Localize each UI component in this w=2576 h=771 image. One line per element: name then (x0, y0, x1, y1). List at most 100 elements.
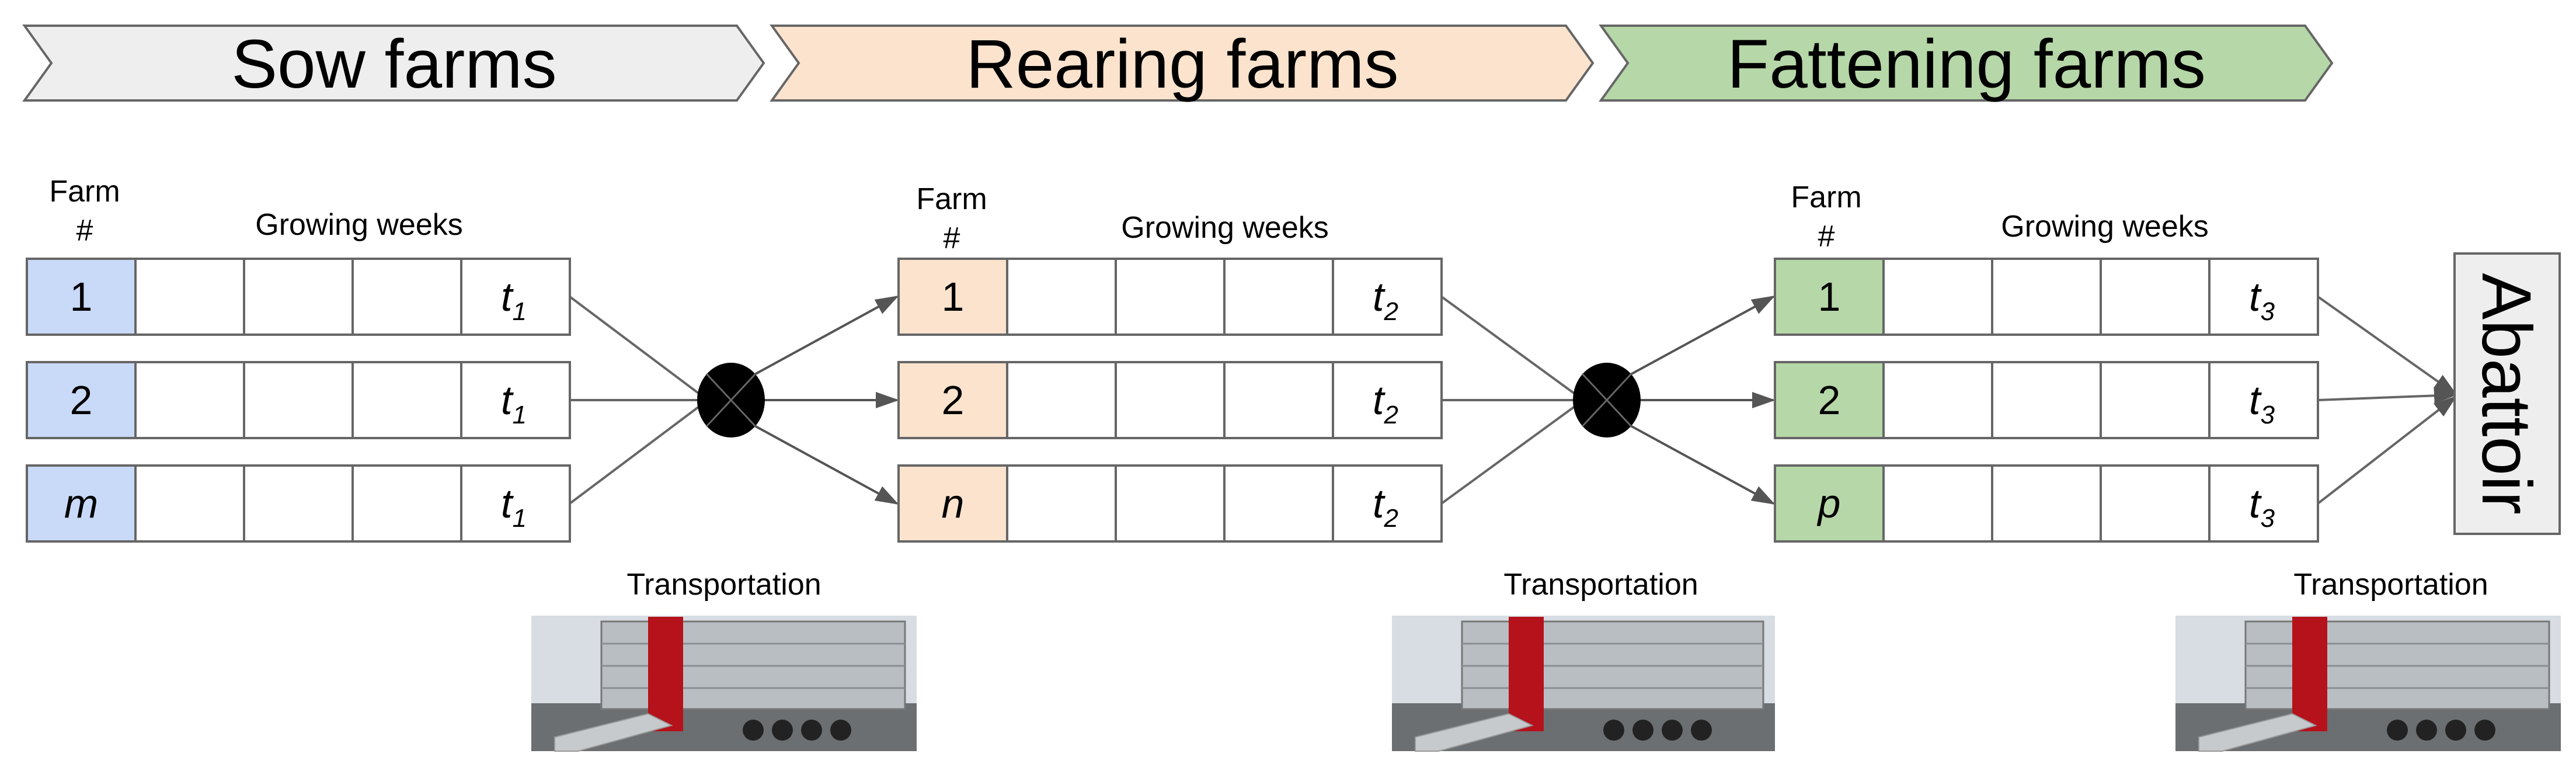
farm-row: 2 t1 (26, 361, 571, 439)
farm-id: m (64, 481, 98, 526)
week-cell (1332, 464, 1443, 543)
transport-label: Transportation (1503, 568, 1698, 602)
transport-2: Transportation (1392, 568, 1775, 752)
stage-chevron-fattening: Fattening farms (1599, 25, 2334, 103)
week-cell (2208, 258, 2319, 336)
week-cell (243, 258, 354, 336)
week-cell (134, 258, 245, 336)
farm-id: 1 (70, 274, 93, 319)
chevron-shape (1599, 25, 2334, 102)
week-cell (1991, 464, 2102, 543)
week-cell (1223, 258, 1334, 336)
mixing-node-1 (697, 363, 765, 437)
connector-line (1440, 399, 1585, 505)
week-cell (1115, 464, 1226, 543)
stage-label: Rearing farms (966, 26, 1398, 103)
farm-id: 1 (942, 274, 965, 319)
connector-line (2317, 395, 2457, 505)
week-cell (1882, 258, 1993, 336)
farm-row: 2 t2 (897, 361, 1443, 439)
stage-chevron-sow: Sow farms (22, 25, 765, 103)
time-label: t2 (1373, 377, 1398, 429)
week-cell (1006, 258, 1117, 336)
week-cell (2208, 361, 2319, 439)
week-cell (243, 361, 354, 439)
week-cell (2100, 258, 2211, 336)
farm-id: 2 (942, 377, 965, 423)
farm-id-cell (897, 464, 1008, 543)
week-cell (1332, 361, 1443, 439)
growing-weeks-label: Growing weeks (255, 208, 462, 242)
connector-line (2317, 296, 2457, 395)
connector-lines-3 (2317, 296, 2457, 505)
truck-image (2175, 616, 2561, 752)
time-label: t2 (1373, 274, 1398, 326)
week-cell (460, 464, 571, 543)
abattoir-label: Abattoir (2467, 273, 2546, 515)
week-cell (1223, 464, 1334, 543)
week-cell (1882, 361, 1993, 439)
time-label: t2 (1373, 481, 1398, 533)
stage-label: Fattening farms (1727, 26, 2206, 103)
transport-label: Transportation (626, 568, 821, 602)
farm-id-cell (1774, 361, 1885, 439)
week-cell (1332, 258, 1443, 336)
mixing-node-2 (1573, 363, 1641, 437)
farm-hash: # (1818, 220, 1835, 253)
connector-line (1440, 296, 1585, 401)
time-label: t1 (501, 274, 527, 326)
farm-id: n (942, 481, 965, 526)
week-cell (351, 361, 462, 439)
truck-image (1392, 616, 1775, 752)
farm-hash: # (944, 221, 960, 255)
week-cell (351, 258, 462, 336)
week-cell (1115, 258, 1226, 336)
week-cell (1991, 361, 2102, 439)
chevron-shape (770, 25, 1595, 102)
farm-row: 1 t1 (26, 258, 571, 336)
truck-image (531, 616, 917, 752)
week-cell (351, 464, 462, 543)
farm-row: m t1 (26, 464, 571, 543)
week-cell (1223, 361, 1334, 439)
farm-row: p t3 (1774, 464, 2319, 543)
abattoir-rect (2453, 252, 2561, 535)
connector-line (569, 399, 709, 505)
growing-weeks-label: Growing weeks (1121, 211, 1328, 245)
farm-hash: # (76, 214, 93, 248)
growing-weeks-label: Growing weeks (2001, 210, 2208, 244)
week-cell (2100, 361, 2211, 439)
week-cell (134, 464, 245, 543)
week-cell (2100, 464, 2211, 543)
abattoir-box: Abattoir (2453, 252, 2561, 535)
week-cell (134, 361, 245, 439)
time-label: t3 (2249, 274, 2275, 326)
week-cell (1115, 361, 1226, 439)
connector-line (569, 296, 709, 401)
farm-id: 1 (1818, 274, 1841, 319)
time-label: t3 (2249, 481, 2275, 533)
farm-id-cell (26, 258, 137, 336)
time-label: t1 (501, 377, 527, 429)
farm-row: n t2 (897, 464, 1443, 543)
farm-header: Farm (49, 175, 120, 209)
week-cell (1006, 464, 1117, 543)
stage-label: Sow farms (231, 26, 556, 103)
farm-row: 2 t3 (1774, 361, 2319, 439)
transport-3: Transportation (2175, 568, 2561, 752)
chevron-shape (22, 25, 765, 102)
farm-row: 1 t2 (897, 258, 1443, 336)
farm-group-sow: Farm # Growing weeks 1 t1 2 t1 (26, 175, 571, 543)
farm-id: 2 (70, 377, 93, 423)
farm-row: 1 t3 (1774, 258, 2319, 336)
week-cell (1991, 258, 2102, 336)
farm-id: p (1817, 481, 1841, 526)
stage-banner: Sow farms Rearing farms Fattening farms (22, 25, 2334, 103)
stage-chevron-rearing: Rearing farms (770, 25, 1595, 103)
farm-header: Farm (1791, 180, 1861, 214)
week-cell (1006, 361, 1117, 439)
transport-label: Transportation (2293, 568, 2488, 602)
week-cell (1882, 464, 1993, 543)
transport-1: Transportation (531, 568, 917, 752)
